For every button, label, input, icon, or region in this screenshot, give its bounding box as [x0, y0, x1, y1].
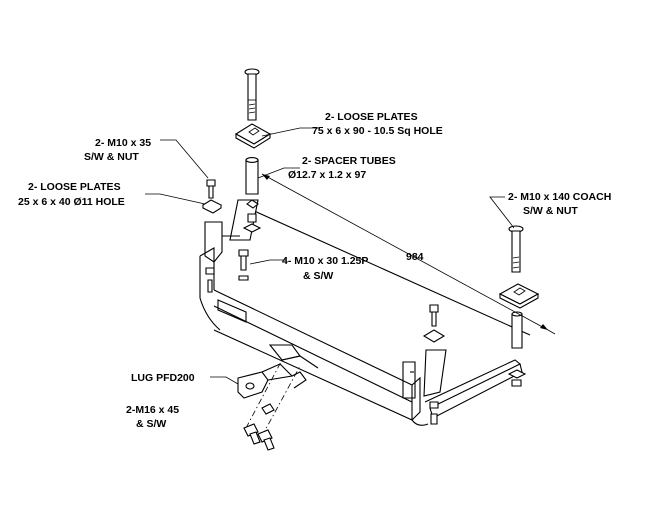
callout-spacer-tubes: 2- SPACER TUBES Ø12.7 x 1.2 x 97 [288, 155, 396, 181]
label-m16-spec: & S/W [136, 418, 166, 430]
label-spacer-tubes-qty: 2- SPACER TUBES [302, 155, 396, 167]
label-dimension-984: 984 [406, 251, 424, 263]
label-m10x35-qty: 2- M10 x 35 [95, 137, 151, 149]
dimension-984 [261, 173, 556, 335]
callout-coach-bolt: 2- M10 x 140 COACH S/W & NUT [508, 191, 611, 217]
callout-loose-plates-left: 2- LOOSE PLATES 25 x 6 x 40 Ø11 HOLE [18, 181, 125, 208]
label-m16-qty: 2-M16 x 45 [126, 404, 179, 416]
right-bracket [402, 349, 447, 399]
callout-m10x30: 4- M10 x 30 1.25P & S/W [282, 255, 368, 282]
label-m10x30-spec: & S/W [303, 270, 333, 282]
callout-loose-plates-top: 2- LOOSE PLATES 75 x 6 x 90 - 10.5 Sq HO… [312, 111, 443, 137]
right-washer-nut [507, 369, 527, 387]
label-coach-spec: S/W & NUT [523, 205, 578, 217]
label-loose-plates-left-qty: 2- LOOSE PLATES [28, 181, 121, 193]
top-loose-plate [234, 123, 272, 149]
label-loose-plates-top-qty: 2- LOOSE PLATES [325, 111, 418, 123]
label-loose-plates-left-size: 25 x 6 x 40 Ø11 HOLE [18, 196, 125, 208]
right-spacer-tube [511, 311, 523, 349]
top-spacer-tube [245, 157, 259, 195]
m16-bolts [243, 403, 275, 451]
label-coach-qty: 2- M10 x 140 COACH [508, 191, 611, 203]
crossbar-frame [199, 209, 531, 426]
callout-m10x35: 2- M10 x 35 S/W & NUT [84, 137, 151, 163]
lug-pfd200 [237, 344, 319, 399]
m10-bolt-right [422, 304, 446, 425]
label-m10x30-qty: 4- M10 x 30 1.25P [282, 255, 368, 267]
right-loose-plate [498, 283, 540, 309]
leader-lines [145, 127, 515, 385]
m10x35-bolt-left [201, 179, 223, 214]
label-loose-plates-top-size: 75 x 6 x 90 - 10.5 Sq HOLE [312, 125, 443, 137]
top-coach-bolt [244, 68, 260, 121]
centreline-left [245, 359, 283, 429]
right-coach-bolt [508, 225, 524, 273]
top-washer-nut [242, 199, 262, 233]
callout-m16: 2-M16 x 45 & S/W [126, 404, 179, 430]
label-spacer-tubes-size: Ø12.7 x 1.2 x 97 [288, 169, 366, 181]
m10x30-bolts [205, 249, 249, 293]
label-m10x35-spec: S/W & NUT [84, 151, 139, 163]
label-lug-pfd200: LUG PFD200 [131, 372, 195, 384]
centreline-right [261, 365, 301, 437]
